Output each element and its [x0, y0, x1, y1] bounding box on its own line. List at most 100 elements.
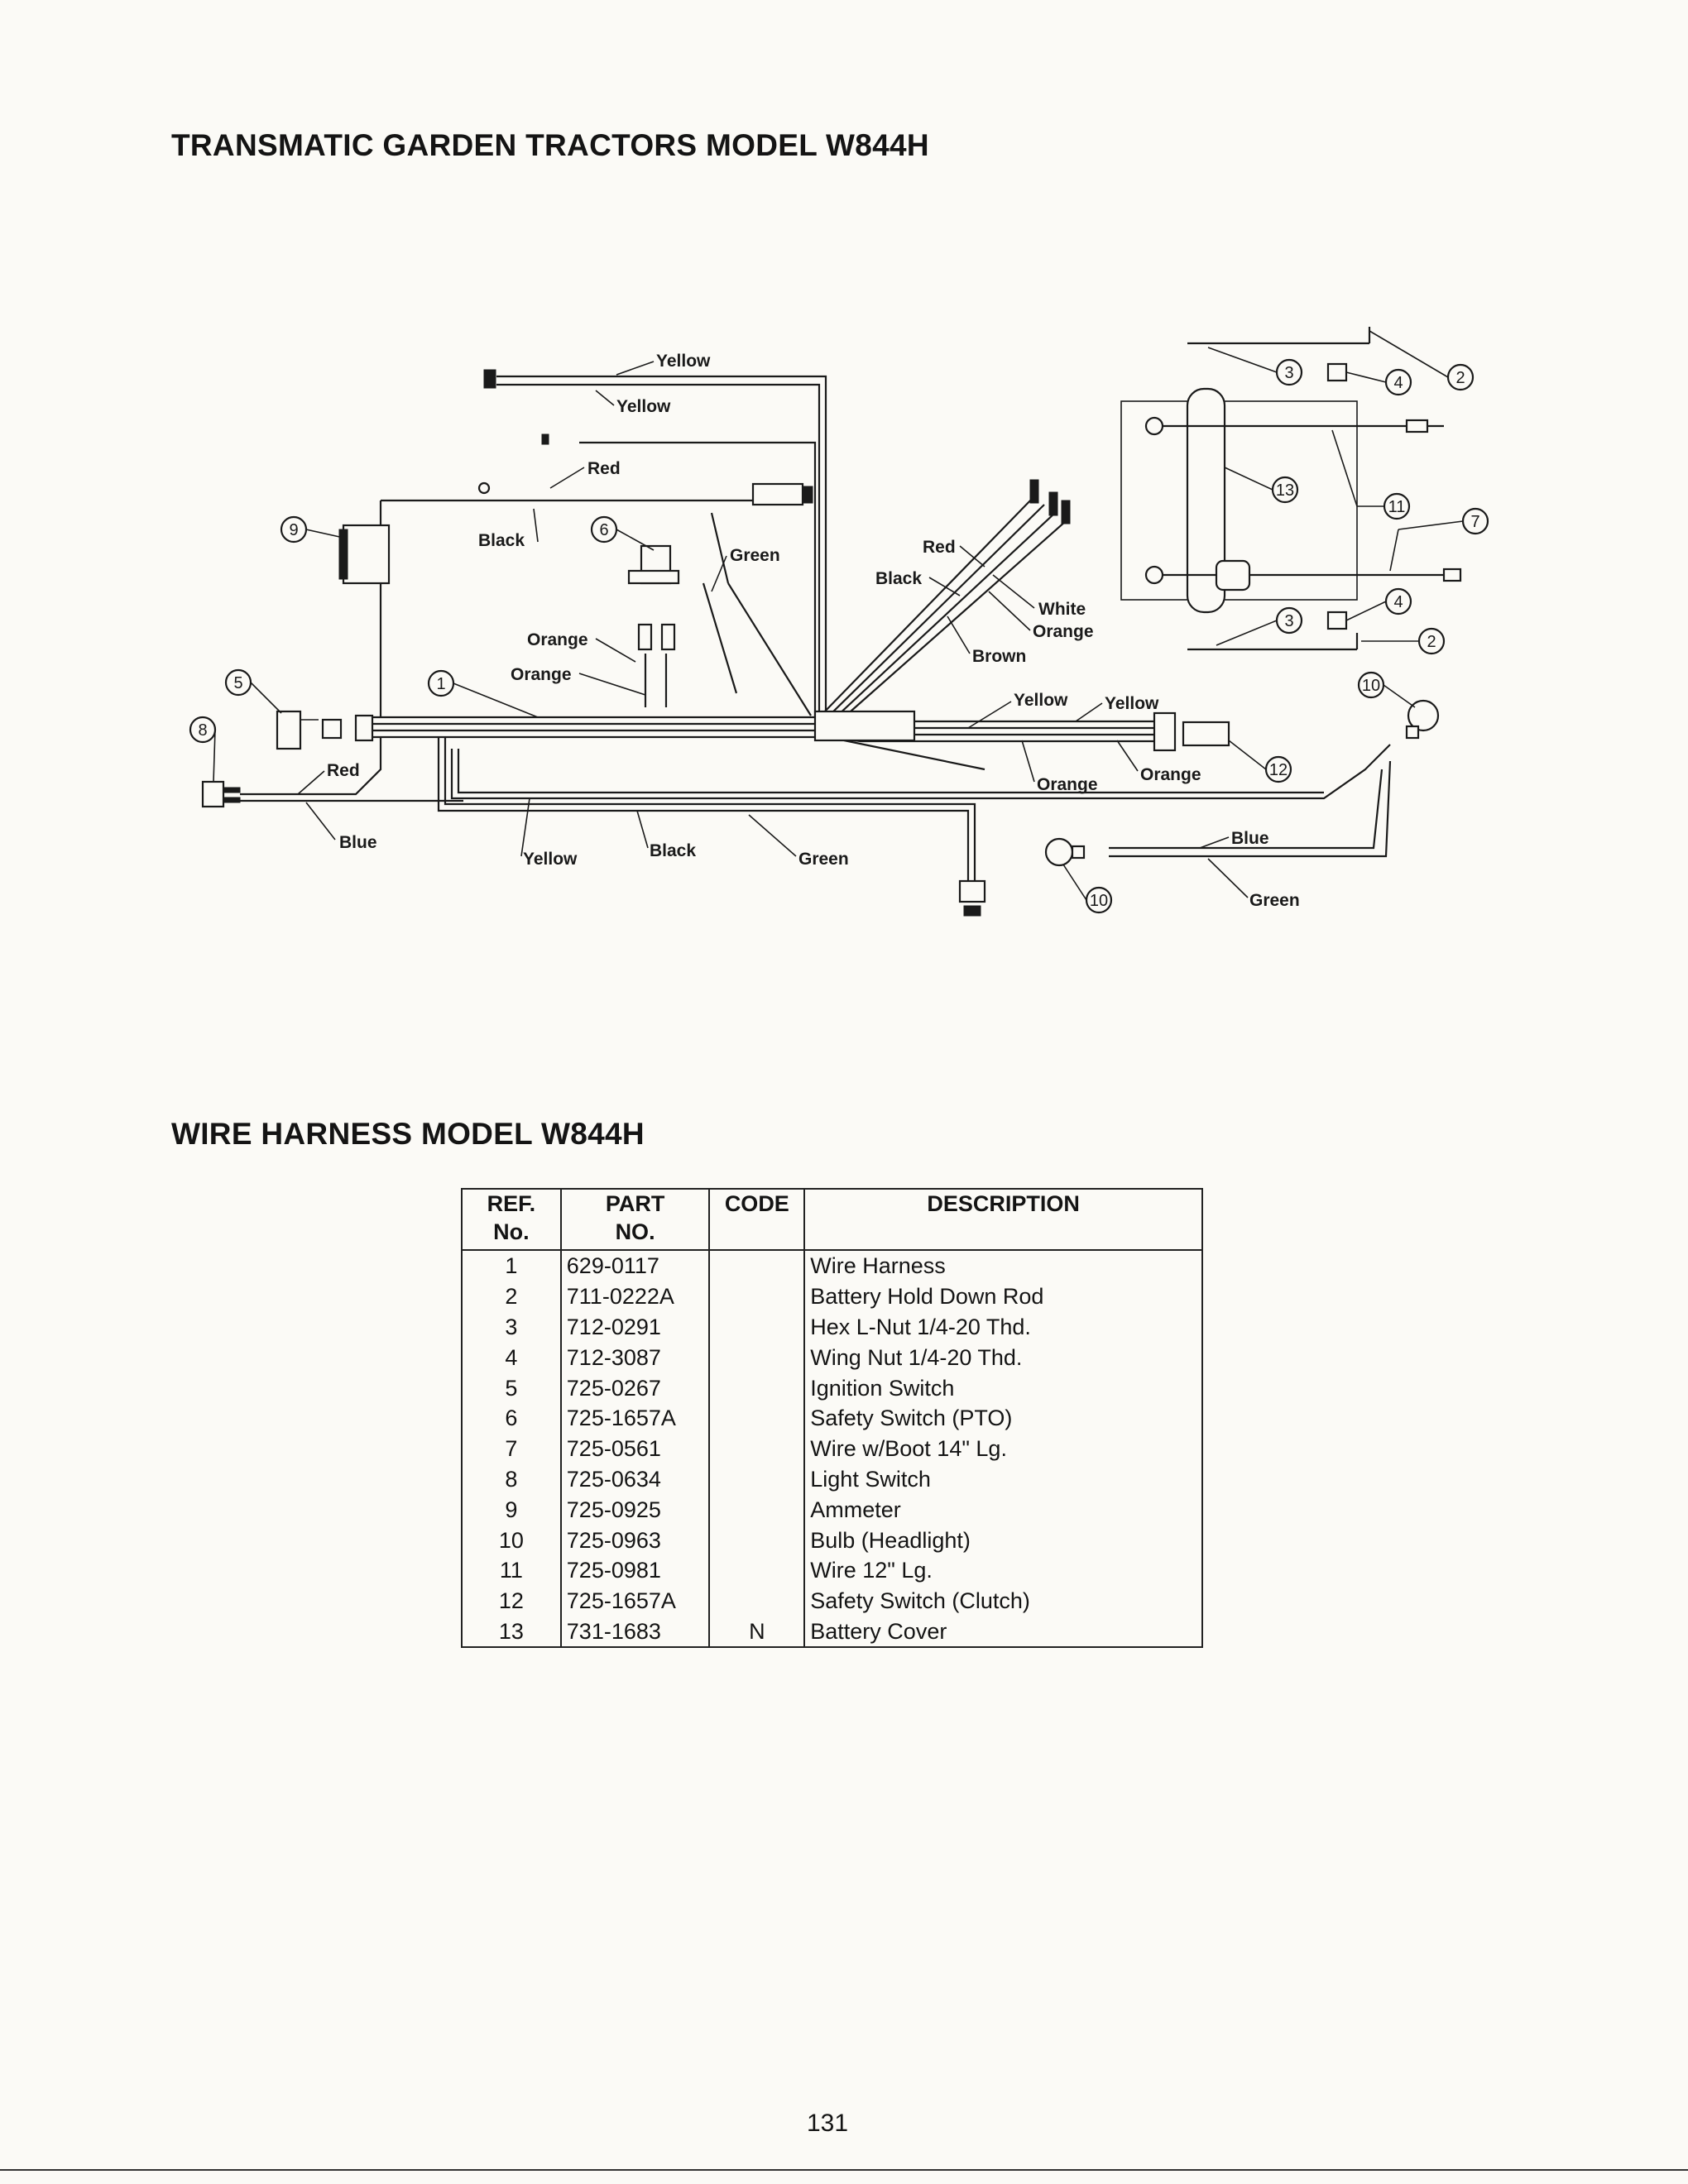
table-title: WIRE HARNESS MODEL W844H — [171, 1117, 645, 1151]
description-cell: Wire Harness — [803, 1250, 1203, 1281]
callout-1: 1 — [427, 669, 539, 718]
header-part-no: PART NO. — [559, 1188, 711, 1251]
callout-2a: 2 — [1369, 330, 1475, 391]
code-cell — [708, 1463, 806, 1495]
callout-10b: 10 — [1062, 864, 1113, 914]
callout-6: 6 — [590, 515, 655, 551]
header-ref: REF. No. — [461, 1188, 562, 1251]
wire-label-orange-2: Orange — [511, 665, 572, 684]
callout-9: 9 — [280, 515, 344, 544]
callout-5: 5 — [224, 668, 282, 714]
part-cell: 725-0925 — [559, 1494, 711, 1525]
ref-cell: 3 — [461, 1311, 562, 1343]
ignition-switch — [276, 710, 343, 750]
headlight-bulbs — [1044, 699, 1440, 867]
svg-text:11: 11 — [1388, 498, 1406, 516]
description-cell: Light Switch — [803, 1463, 1203, 1495]
callout-8: 8 — [189, 716, 217, 783]
description-cell: Wire w/Boot 14" Lg. — [803, 1433, 1203, 1464]
description-cell: Wire 12" Lg. — [803, 1554, 1203, 1586]
center-connector-block — [354, 710, 916, 742]
callouts: 1 2 2 3 3 4 4 5 6 7 8 9 10 10 11 12 13 — [189, 330, 1489, 914]
svg-text:10: 10 — [1362, 677, 1380, 695]
description-cell: Battery Cover — [803, 1616, 1203, 1649]
code-cell — [708, 1494, 806, 1525]
svg-text:3: 3 — [1284, 364, 1293, 382]
wire-label-orange-right: Orange — [1033, 622, 1094, 641]
part-cell: 725-1657A — [559, 1402, 711, 1434]
part-cell: 629-0117 — [559, 1250, 711, 1281]
part-cell: 731-1683 — [559, 1616, 711, 1649]
wire-harness-bundle — [240, 375, 1392, 885]
wire-label-red-low: Red — [327, 761, 360, 780]
description-cell: Bulb (Headlight) — [803, 1525, 1203, 1555]
pto-safety-switch — [627, 544, 680, 651]
description-cell: Ignition Switch — [803, 1372, 1203, 1403]
wiring-diagram: Yellow Yellow Red Black Green Orange Ora… — [189, 327, 1489, 917]
wire-label-yellow-top-1: Yellow — [656, 352, 711, 371]
page-title: TRANSMATIC GARDEN TRACTORS MODEL W844H — [171, 128, 929, 162]
part-cell: 725-1657A — [559, 1585, 711, 1616]
ref-cell: 4 — [461, 1342, 562, 1373]
callout-13: 13 — [1224, 467, 1299, 504]
clutch-safety-switch — [1153, 711, 1230, 752]
svg-text:2: 2 — [1427, 633, 1436, 651]
wire-label-black-right: Black — [875, 569, 922, 588]
header-description: DESCRIPTION — [803, 1188, 1203, 1251]
description-cell: Safety Switch (Clutch) — [803, 1585, 1203, 1616]
part-cell: 711-0222A — [559, 1281, 711, 1312]
callout-3b: 3 — [1216, 606, 1303, 646]
ammeter — [338, 524, 391, 585]
code-cell — [708, 1372, 806, 1403]
code-cell — [708, 1525, 806, 1555]
callout-12: 12 — [1228, 740, 1292, 783]
svg-text:7: 7 — [1470, 513, 1479, 531]
code-cell — [708, 1402, 806, 1434]
wire-label-black-bottom: Black — [650, 841, 696, 860]
ref-cell: 8 — [461, 1463, 562, 1495]
code-cell — [708, 1433, 806, 1464]
wire-label-green-mid: Green — [730, 546, 780, 565]
description-cell: Hex L-Nut 1/4-20 Thd. — [803, 1311, 1203, 1343]
callout-11: 11 — [1331, 429, 1411, 520]
code-cell — [708, 1585, 806, 1616]
svg-text:5: 5 — [233, 674, 242, 692]
description-cell: Ammeter — [803, 1494, 1203, 1525]
ref-cell: 2 — [461, 1281, 562, 1312]
callout-7: 7 — [1389, 507, 1489, 572]
wire-label-red-right: Red — [923, 538, 956, 557]
svg-text:1: 1 — [436, 675, 445, 693]
ref-cell: 1 — [461, 1250, 562, 1281]
ref-cell: 11 — [461, 1554, 562, 1586]
ref-cell: 5 — [461, 1372, 562, 1403]
wire-labels: Yellow Yellow Red Black Green Orange Ora… — [297, 352, 1300, 910]
wire-label-yellow-right-2: Yellow — [1105, 694, 1159, 713]
part-cell: 725-0267 — [559, 1372, 711, 1403]
bottom-divider — [0, 2169, 1688, 2171]
svg-text:8: 8 — [198, 721, 207, 740]
header-code: CODE — [708, 1188, 806, 1251]
part-cell: 712-0291 — [559, 1311, 711, 1343]
callout-4a: 4 — [1345, 368, 1412, 396]
wire-label-blue-low: Blue — [339, 833, 377, 852]
wire-label-blue-right: Blue — [1231, 829, 1269, 848]
wire-label-brown: Brown — [972, 647, 1026, 666]
callout-10a: 10 — [1357, 671, 1416, 708]
top-left-connectors — [477, 369, 813, 506]
description-cell: Safety Switch (PTO) — [803, 1402, 1203, 1434]
svg-text:2: 2 — [1455, 369, 1465, 387]
ref-cell: 7 — [461, 1433, 562, 1464]
wire-label-orange-1: Orange — [527, 630, 588, 649]
code-cell — [708, 1311, 806, 1343]
code-cell — [708, 1554, 806, 1586]
